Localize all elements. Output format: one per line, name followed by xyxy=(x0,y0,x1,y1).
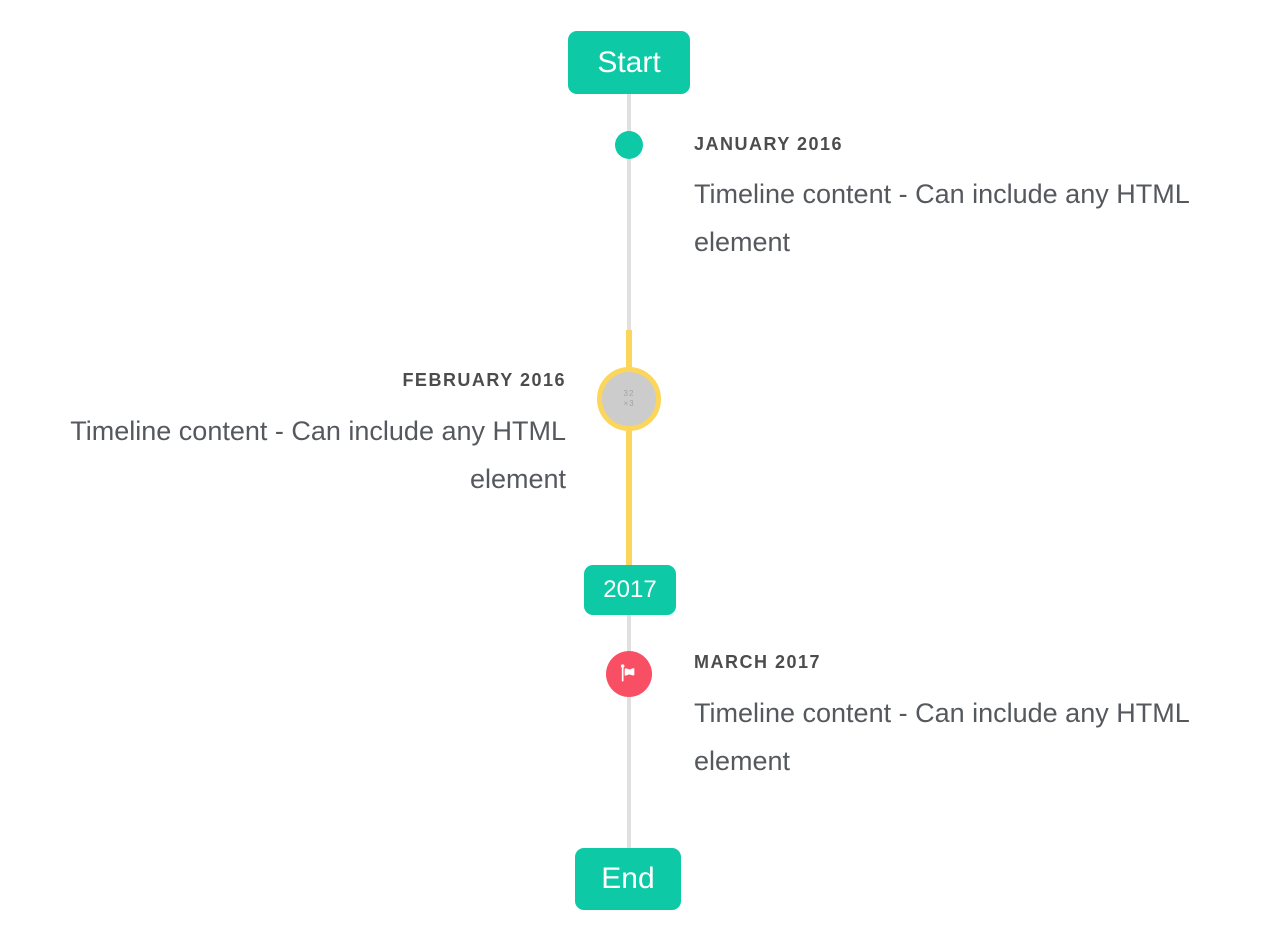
march-marker xyxy=(606,651,652,697)
broken-image-icon-line2: ×3 xyxy=(623,399,635,408)
february-marker: 32 ×3 xyxy=(597,367,661,431)
year-2017-badge: 2017 xyxy=(584,565,676,615)
entry-title-february-2016: FEBRUARY 2016 xyxy=(402,370,566,390)
entry-content-march-2017: Timeline content - Can include any HTML … xyxy=(694,698,1189,776)
january-dot-marker xyxy=(615,131,643,159)
end-badge: End xyxy=(575,848,681,910)
entry-content-january-2016: Timeline content - Can include any HTML … xyxy=(694,179,1189,257)
entry-title-january-2016: JANUARY 2016 xyxy=(694,134,844,154)
entry-content-february-2016: Timeline content - Can include any HTML … xyxy=(70,416,566,494)
entry-title-march-2017: MARCH 2017 xyxy=(694,652,822,672)
broken-image-icon: 32 xyxy=(623,389,635,398)
timeline-line-highlight-segment xyxy=(626,330,632,567)
start-badge: Start xyxy=(568,31,690,94)
flag-icon xyxy=(618,663,640,685)
